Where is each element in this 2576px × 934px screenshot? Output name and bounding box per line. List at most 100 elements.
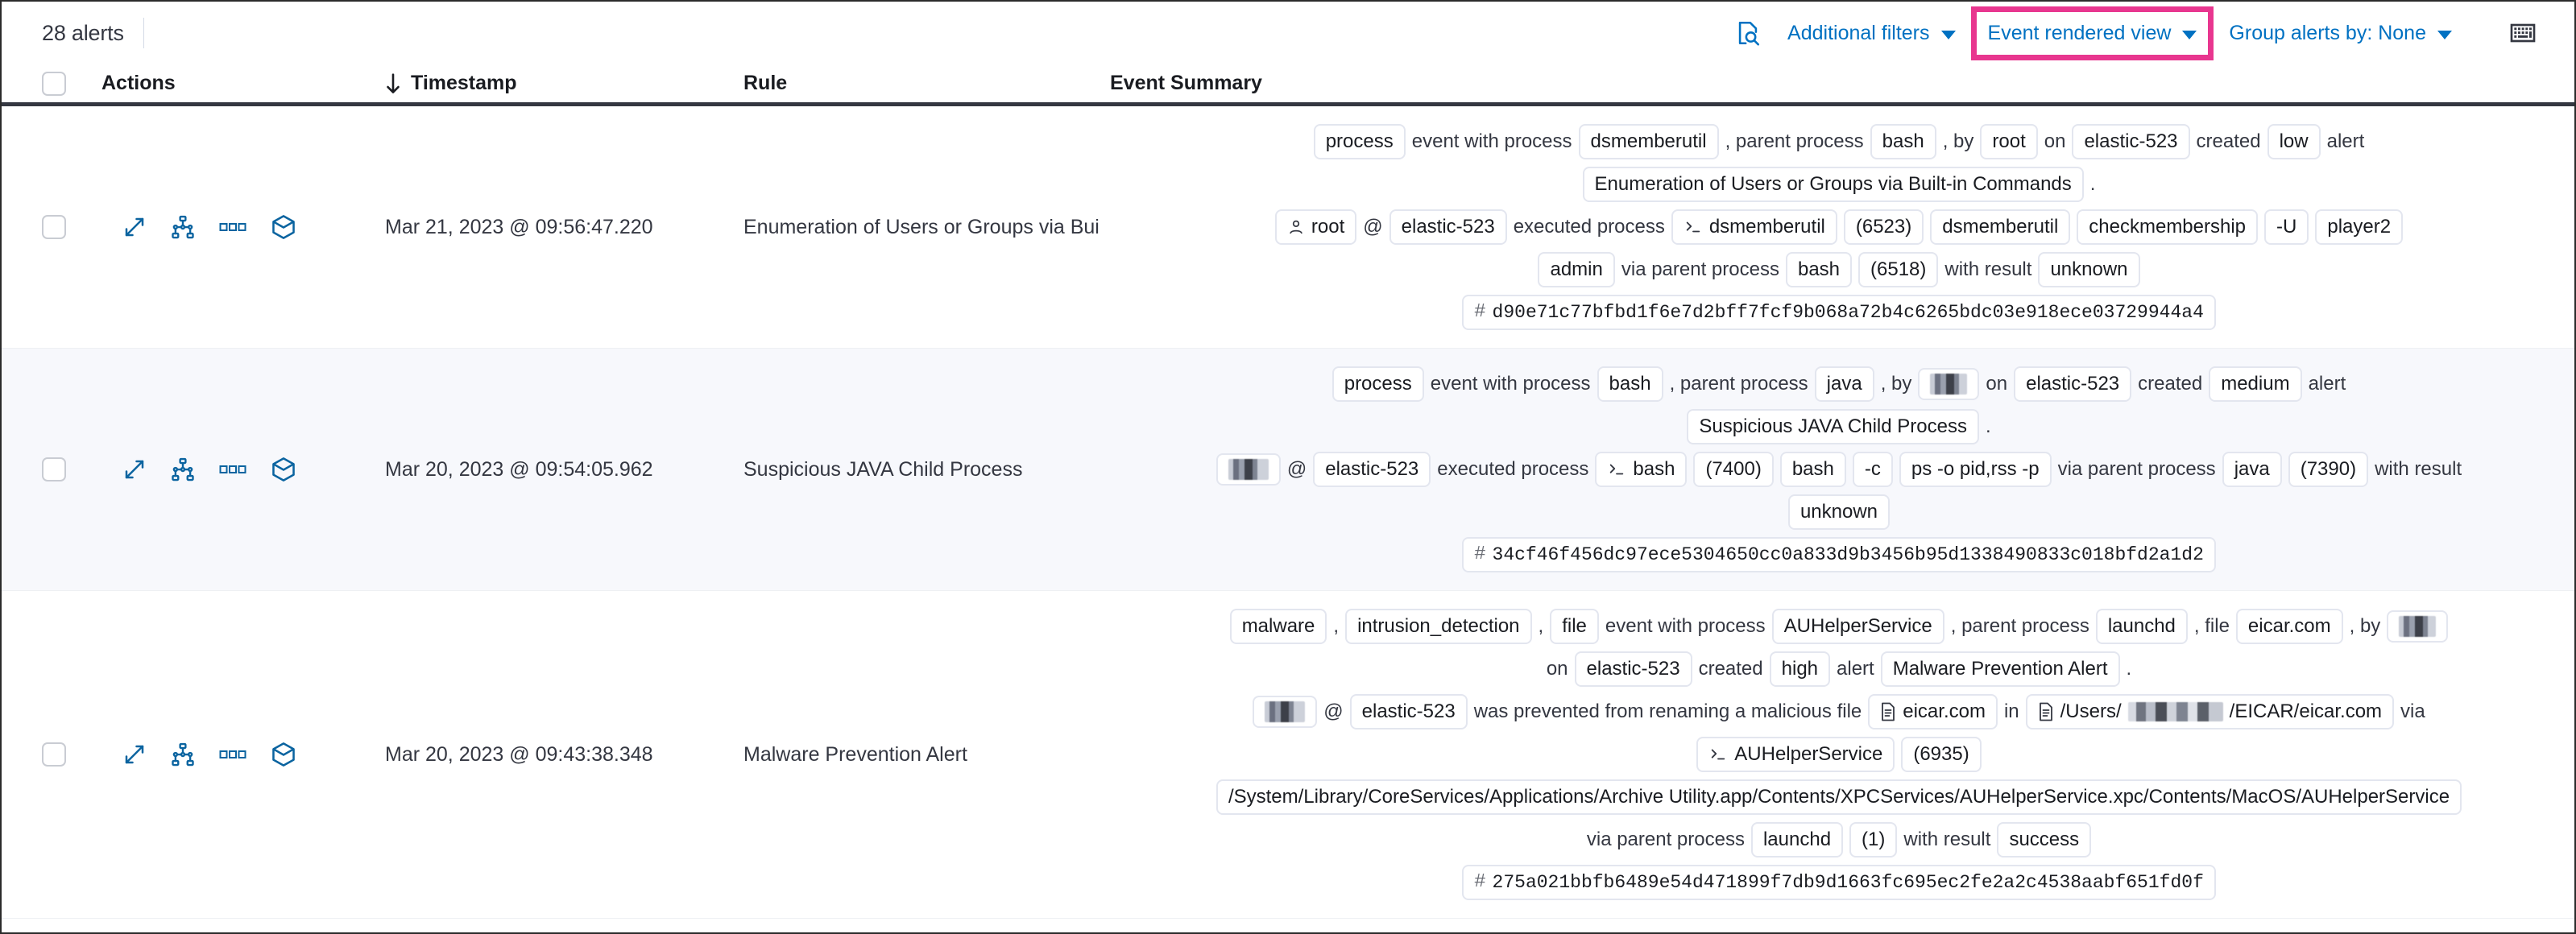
summary-chip[interactable]: checkmembership (2077, 209, 2259, 245)
summary-chip[interactable] (1253, 696, 1318, 728)
summary-chip[interactable]: -c (1852, 452, 1893, 487)
summary-chip[interactable]: elastic-523 (2014, 366, 2132, 402)
summary-chip[interactable]: #275a021bbfb6489e54d471899f7db9d1663fc69… (1462, 865, 2216, 900)
summary-chip[interactable]: bash (1595, 452, 1688, 487)
summary-chip[interactable]: high (1769, 651, 1831, 687)
summary-chip[interactable]: elastic-523 (1313, 452, 1431, 487)
summary-chip[interactable] (1216, 453, 1281, 486)
summary-chip[interactable]: dsmemberutil (1930, 209, 2071, 245)
row-select-checkbox[interactable] (42, 215, 66, 239)
keyboard-shortcuts-button[interactable] (2499, 12, 2547, 54)
additional-filters-button[interactable]: Additional filters (1773, 14, 1969, 53)
summary-chip[interactable]: dsmemberutil (1578, 124, 1719, 159)
summary-chip[interactable]: Malware Prevention Alert (1880, 651, 2120, 687)
more-actions-icon[interactable] (219, 462, 246, 477)
summary-chip[interactable]: eicar.com (2235, 609, 2343, 644)
summary-chip[interactable]: (7390) (2288, 452, 2369, 487)
chip-label: d90e71c77bfbd1f6e7d2bff7fcf9b068a72b4c62… (1492, 301, 2204, 323)
column-header-actions[interactable]: Actions (101, 72, 176, 94)
expand-icon[interactable] (122, 215, 147, 239)
summary-chip[interactable]: intrusion_detection (1345, 609, 1532, 644)
summary-chip[interactable]: admin (1538, 252, 1615, 287)
summary-chip[interactable]: /Users//EICAR/eicar.com (2025, 694, 2395, 729)
summary-chip[interactable]: eicar.com (1868, 694, 1998, 729)
select-all-checkbox[interactable] (42, 71, 66, 96)
summary-chip[interactable]: success (1997, 822, 2092, 858)
summary-chip[interactable]: bash (1785, 252, 1853, 287)
summary-chip[interactable]: AUHelperService (1771, 609, 1944, 644)
summary-chip[interactable]: (1) (1849, 822, 1898, 858)
analyzer-icon[interactable] (171, 215, 195, 239)
summary-chip[interactable]: #34cf46f456dc97ece5304650cc0a833d9b3456b… (1462, 537, 2216, 572)
summary-text: event with process (1411, 130, 1572, 152)
session-view-icon[interactable] (271, 742, 296, 767)
row-select-checkbox[interactable] (42, 457, 66, 481)
column-header-event-summary[interactable]: Event Summary (1110, 72, 1262, 94)
row-select-checkbox[interactable] (42, 742, 66, 767)
more-actions-icon[interactable] (219, 220, 246, 234)
summary-chip[interactable]: bash (1597, 366, 1663, 402)
group-alerts-by-button[interactable]: Group alerts by: None (2214, 14, 2466, 53)
summary-chip[interactable]: elastic-523 (1574, 651, 1692, 687)
select-all-cell (42, 71, 85, 96)
summary-chip[interactable]: java (2222, 452, 2282, 487)
summary-chip[interactable]: medium (2209, 366, 2302, 402)
summary-chip[interactable]: Suspicious JAVA Child Process (1687, 409, 1979, 444)
summary-chip[interactable]: elastic-523 (2072, 124, 2190, 159)
session-view-icon[interactable] (271, 457, 296, 482)
analyzer-icon[interactable] (171, 457, 195, 481)
inspect-button[interactable] (1723, 11, 1773, 55)
hash-icon: # (1474, 871, 1486, 893)
event-rendered-view-button[interactable]: Event rendered view (1988, 22, 2197, 45)
summary-chip[interactable] (1918, 368, 1980, 400)
summary-chip[interactable]: process (1313, 124, 1406, 159)
summary-chip[interactable]: file (1550, 609, 1599, 644)
more-actions-icon[interactable] (219, 747, 246, 762)
row-select-cell (42, 106, 85, 348)
summary-chip[interactable]: player2 (2315, 209, 2404, 245)
summary-chip[interactable]: -U (2264, 209, 2309, 245)
summary-chip[interactable]: launchd (2095, 609, 2188, 644)
summary-chip[interactable] (2387, 610, 2449, 643)
analyzer-icon[interactable] (171, 742, 195, 767)
summary-chip[interactable]: elastic-523 (1389, 209, 1507, 245)
summary-chip[interactable]: dsmemberutil (1671, 209, 1837, 245)
summary-chip[interactable]: root (1274, 209, 1357, 245)
summary-chip[interactable]: (7400) (1693, 452, 1774, 487)
redacted-value (2399, 616, 2437, 637)
summary-chip[interactable]: unknown (2038, 252, 2140, 287)
column-header-timestamp[interactable]: Timestamp (385, 72, 743, 95)
summary-chip[interactable]: (6518) (1858, 252, 1939, 287)
expand-icon[interactable] (122, 457, 147, 481)
column-header-rule[interactable]: Rule (743, 72, 788, 94)
summary-chip[interactable]: low (2267, 124, 2321, 159)
summary-chip[interactable]: #d90e71c77bfbd1f6e7d2bff7fcf9b068a72b4c6… (1462, 295, 2216, 330)
row-rule-name[interactable]: Suspicious JAVA Child Process (743, 457, 1023, 481)
summary-chip[interactable]: process (1331, 366, 1424, 402)
summary-chip[interactable]: bash (1779, 452, 1846, 487)
chip-label: (7390) (2300, 458, 2357, 480)
row-rule-name[interactable]: Enumeration of Users or Groups via Bui (743, 215, 1100, 238)
summary-chip[interactable]: AUHelperService (1696, 737, 1895, 772)
summary-chip[interactable]: malware (1229, 609, 1327, 644)
session-view-icon[interactable] (271, 214, 296, 240)
chip-label: (6518) (1870, 258, 1927, 280)
summary-chip[interactable]: ps -o pid,rss -p (1899, 452, 2052, 487)
summary-chip[interactable]: bash (1870, 124, 1936, 159)
summary-chip[interactable]: java (1814, 366, 1874, 402)
summary-chip[interactable]: root (1980, 124, 2038, 159)
summary-chip[interactable]: Enumeration of Users or Groups via Built… (1582, 167, 2084, 202)
summary-chip[interactable]: launchd (1750, 822, 1844, 858)
summary-chip[interactable]: /System/Library/CoreServices/Application… (1216, 779, 2462, 815)
summary-line: #34cf46f456dc97ece5304650cc0a833d9b3456b… (1462, 537, 2216, 572)
expand-icon[interactable] (122, 742, 147, 767)
summary-chip[interactable]: (6523) (1843, 209, 1924, 245)
summary-chip[interactable]: (6935) (1901, 737, 1982, 772)
summary-chip[interactable]: unknown (1787, 494, 1891, 530)
summary-chip[interactable]: elastic-523 (1349, 694, 1468, 729)
row-rule-name[interactable]: Malware Prevention Alert (743, 742, 967, 766)
